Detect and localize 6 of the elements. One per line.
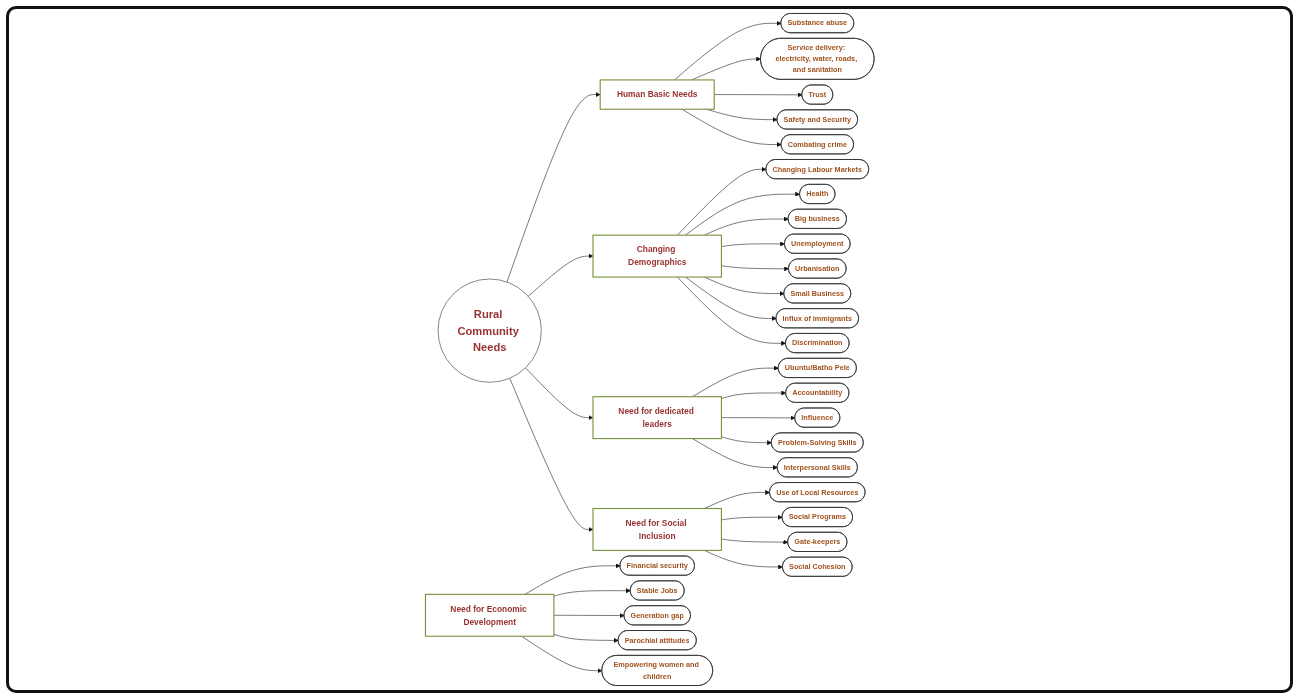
node-circle [437,278,542,383]
node-box [592,396,722,440]
node-box [592,234,722,278]
node-box [599,79,715,110]
node-box [424,593,555,637]
node-box [592,507,722,551]
